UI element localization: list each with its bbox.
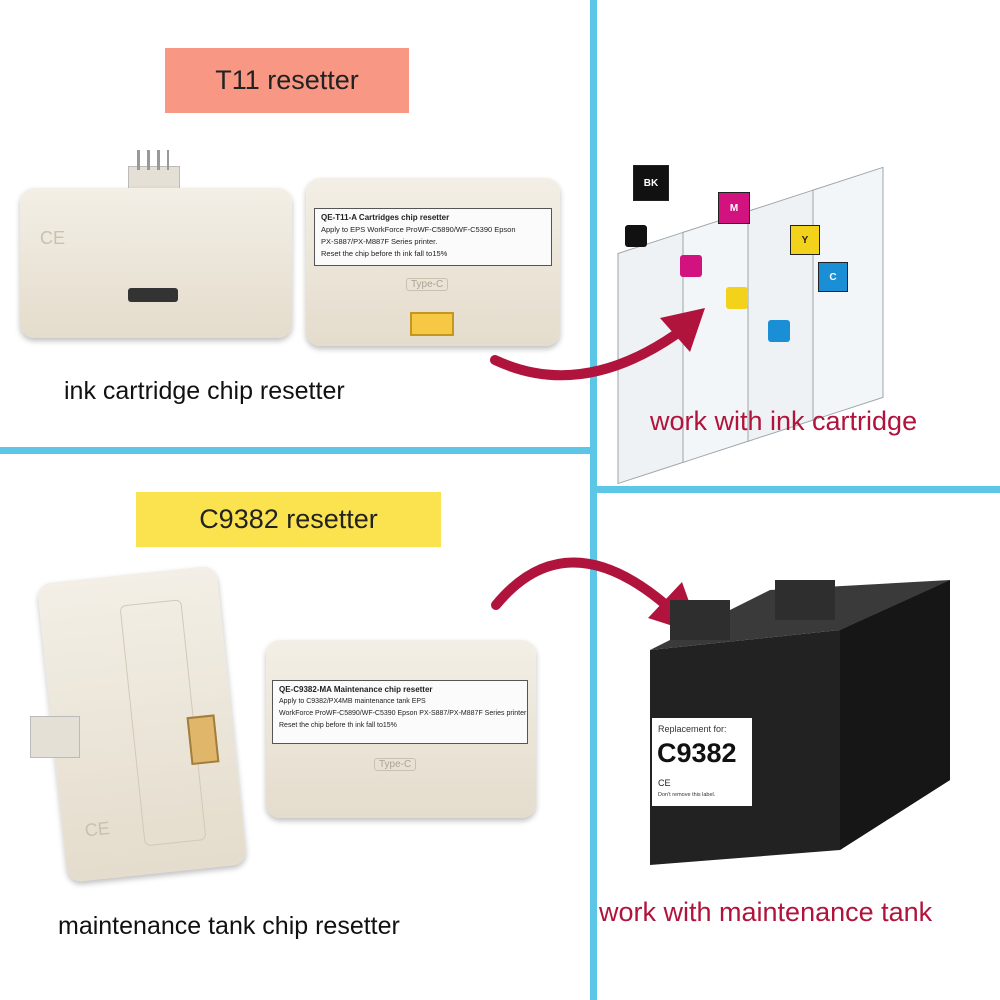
t11-type-c-stamp: Type-C [406, 278, 449, 291]
c9382-label-line4: Reset the chip before th ink fall to15% [279, 722, 397, 729]
t11-resetter-banner: T11 resetter [165, 48, 409, 113]
ink-cartridge-caption: work with ink cartridge [650, 406, 918, 436]
cartridge-y-label: Y [790, 225, 820, 255]
c9382-device-label: QE-C9382-MA Maintenance chip resetter Ap… [272, 680, 528, 744]
c9382-side-slot [186, 714, 220, 766]
t11-label-line3: PX-S887/PX-M887F Series printer. [321, 237, 438, 246]
t11-caption: ink cartridge chip resetter [64, 377, 345, 405]
arrow-to-ink-cartridge-icon [490, 308, 705, 381]
c9382-type-c-stamp: Type-C [374, 758, 417, 771]
ce-mark-icon: CE [40, 228, 66, 248]
t11-yellow-slot [410, 312, 454, 336]
device-pins-icon [137, 150, 169, 170]
c9382-label-line1: QE-C9382-MA Maintenance chip resetter [279, 685, 433, 694]
ce-mark-icon: CE [83, 818, 111, 841]
t11-label-line2: Apply to EPS WorkForce ProWF-C5890/WF-C5… [321, 225, 516, 234]
maintenance-tank-label: Replacement for: C9382 CE Don't remove t… [652, 718, 752, 806]
t11-device-label: QE-T11-A Cartridges chip resetter Apply … [314, 208, 552, 266]
c9382-resetter-banner: C9382 resetter [136, 492, 441, 547]
c9382-pin-header [30, 716, 80, 758]
c9382-resetter-device-label: QE-C9382-MA Maintenance chip resetter Ap… [266, 640, 536, 818]
tank-replacement-text: Replacement for: [658, 724, 727, 734]
cartridge-c-label: C [818, 262, 848, 292]
cartridge-c-clip [768, 320, 790, 342]
c9382-label-line2: Apply to C9382/PX4MB maintenance tank EP… [279, 698, 426, 705]
tank-model-text: C9382 [657, 738, 737, 768]
t11-label-line1: QE-T11-A Cartridges chip resetter [321, 213, 450, 222]
maintenance-tank-caption: work with maintenance tank [599, 897, 933, 927]
horizontal-divider-right [593, 486, 1000, 493]
cartridge-y-clip [726, 287, 748, 309]
t11-resetter-device-usb: CE [20, 188, 292, 338]
tank-note-text: Don't remove this label. [658, 792, 716, 798]
c9382-label-line3: WorkForce ProWF-C5890/WF-C5390 Epson PX-… [279, 710, 527, 717]
cartridge-bk-label: BK [633, 165, 669, 201]
horizontal-divider-left [0, 447, 593, 454]
c9382-caption: maintenance tank chip resetter [58, 912, 400, 940]
cartridge-bk-clip [625, 225, 647, 247]
usb-c-port-icon [128, 288, 178, 302]
t11-label-line4: Reset the chip before th ink fall to15% [321, 249, 448, 258]
t11-resetter-device-label: QE-T11-A Cartridges chip resetter Apply … [306, 178, 560, 346]
cartridge-m-clip [680, 255, 702, 277]
vertical-divider [590, 0, 597, 1000]
tank-ce-mark: CE [658, 778, 671, 788]
cartridge-m-label: M [718, 192, 750, 224]
